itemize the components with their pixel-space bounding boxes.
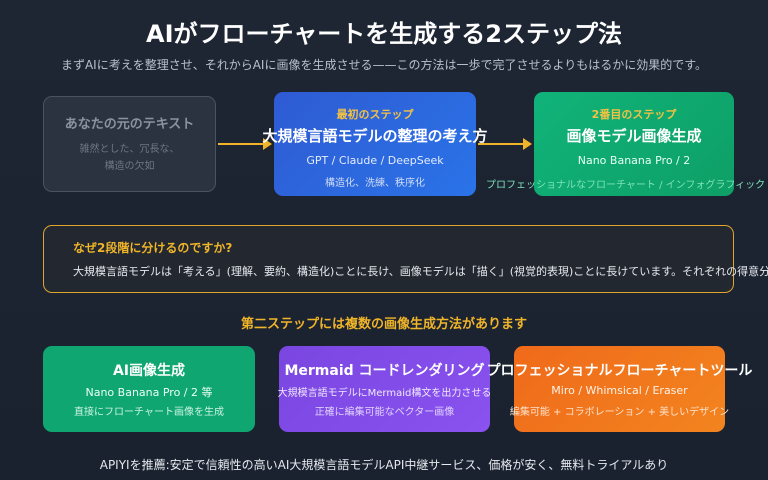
method-mermaid-sub: 大規模言語モデルにMermaid構文を出力させる (277, 388, 492, 399)
original-text-line1: 雑然とした、冗長な、 (79, 144, 180, 155)
step1-box: 最初のステップ 大規模言語モデルの整理の考え方 GPT / Claude / D… (262, 92, 488, 196)
methods-title: 第二ステップには複数の画像生成方法があります (240, 317, 527, 332)
step1-desc: 構造化、洗練、秩序化 (325, 178, 425, 189)
original-text-line2: 構造の欠如 (104, 161, 155, 172)
why-question: なぜ2段階に分けるのですか? (73, 241, 233, 255)
step1-title: 大規模言語モデルの整理の考え方 (262, 127, 488, 145)
method-tool-box: プロフェッショナルフローチャートツール Miro / Whimsical / E… (487, 346, 752, 432)
page-title: AIがフローチャートを生成する2ステップ法 (146, 20, 622, 48)
arrow-to-step1 (218, 138, 272, 150)
original-text-box: あなたの元のテキスト 雑然とした、冗長な、 構造の欠如 (43, 96, 216, 192)
step2-desc: プロフェッショナルなフローチャート / インフォグラフィック (486, 180, 766, 191)
footer-recommendation: APIYIを推薦:安定で信頼性の高いAI大規模言語モデルAPI中継サービス、価格… (99, 458, 669, 472)
step2-label: 2番目のステップ (591, 108, 677, 121)
method-mermaid-desc: 正確に編集可能なベクター画像 (314, 407, 455, 418)
why-box (43, 225, 734, 293)
method-tool-sub: Miro / Whimsical / Eraser (551, 384, 688, 397)
method-mermaid-title: Mermaid コードレンダリング (284, 363, 485, 379)
original-text-title: あなたの元のテキスト (64, 117, 195, 132)
method-tool-title: プロフェッショナルフローチャートツール (486, 363, 753, 379)
method-ai-sub: Nano Banana Pro / 2 等 (85, 386, 213, 399)
method-ai-desc: 直接にフローチャート画像を生成 (74, 407, 224, 418)
step1-models: GPT / Claude / DeepSeek (306, 154, 444, 167)
method-mermaid-box: Mermaid コードレンダリング 大規模言語モデルにMermaid構文を出力さ… (278, 346, 491, 432)
method-ai-image-box: AI画像生成 Nano Banana Pro / 2 等 直接にフローチャート画… (43, 346, 255, 432)
method-ai-title: AI画像生成 (112, 363, 186, 379)
arrow-to-step2 (478, 138, 532, 150)
step2-models: Nano Banana Pro / 2 (577, 154, 691, 167)
method-tool-desc: 編集可能 + コラボレーション + 美しいデザイン (509, 407, 730, 418)
why-answer: 大規模言語モデルは「考える」(理解、要約、構造化)ことに長け、画像モデルは「描く… (73, 265, 768, 278)
step1-label: 最初のステップ (336, 108, 414, 121)
step2-title: 画像モデル画像生成 (566, 127, 702, 145)
step2-box: 2番目のステップ 画像モデル画像生成 Nano Banana Pro / 2 (534, 92, 734, 196)
page-subtitle: まずAIに考えを整理させ、それからAIに画像を生成させる——この方法は一歩で完了… (60, 58, 708, 72)
